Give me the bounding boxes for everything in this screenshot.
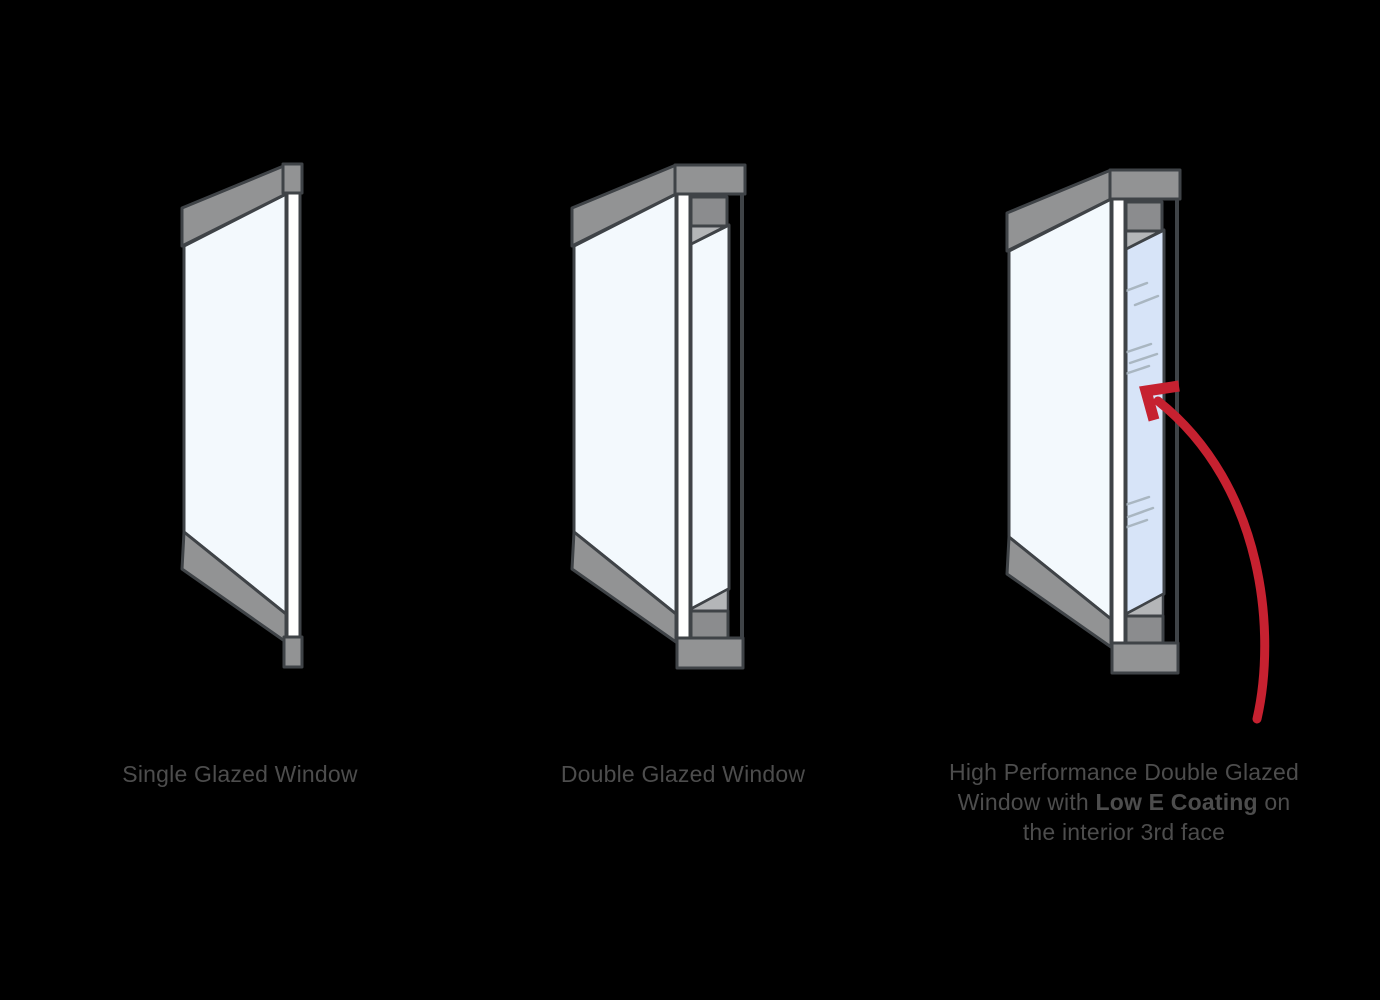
glass-pane-edge — [1110, 196, 1127, 645]
glass-pane-rear — [689, 223, 731, 611]
caption-low-e-bold: Low E Coating — [1095, 789, 1258, 815]
caption-line-2-pre: Window with — [957, 789, 1096, 815]
caption-line-2-post: on — [1257, 789, 1291, 815]
frame-cap-bottom — [1110, 641, 1180, 675]
frame-cap-top — [1108, 168, 1182, 201]
spacer-top — [689, 195, 729, 228]
arrow-shaft — [1153, 396, 1270, 724]
arrow-head — [1139, 380, 1180, 422]
frame-cap-bottom — [675, 636, 745, 670]
frame-cap-top — [281, 162, 304, 195]
caption-single-glazed: Single Glazed Window — [122, 761, 358, 787]
caption-double-glazed: Double Glazed Window — [560, 761, 806, 787]
frame-cap-top — [673, 163, 747, 196]
caption-line-3: the interior 3rd face — [1022, 819, 1226, 845]
spacer-top — [1124, 200, 1164, 233]
glass-pane-edge — [285, 191, 302, 640]
low-e-double-glazed-window-illustration — [1005, 168, 1182, 675]
glass-pane-edge — [675, 191, 692, 640]
single-glazed-window-illustration — [180, 162, 304, 669]
double-glazed-window-illustration — [570, 163, 747, 670]
caption-high-performance: High Performance Double Glazed Window wi… — [919, 757, 1329, 847]
caption-line-1: High Performance Double Glazed — [949, 759, 1299, 785]
frame-cap-bottom — [282, 635, 304, 669]
glass-reflection-lines — [1121, 281, 1160, 530]
spacer-bottom — [689, 609, 730, 642]
low-e-annotation-arrow — [1139, 380, 1270, 724]
spacer-bottom — [1124, 614, 1165, 647]
